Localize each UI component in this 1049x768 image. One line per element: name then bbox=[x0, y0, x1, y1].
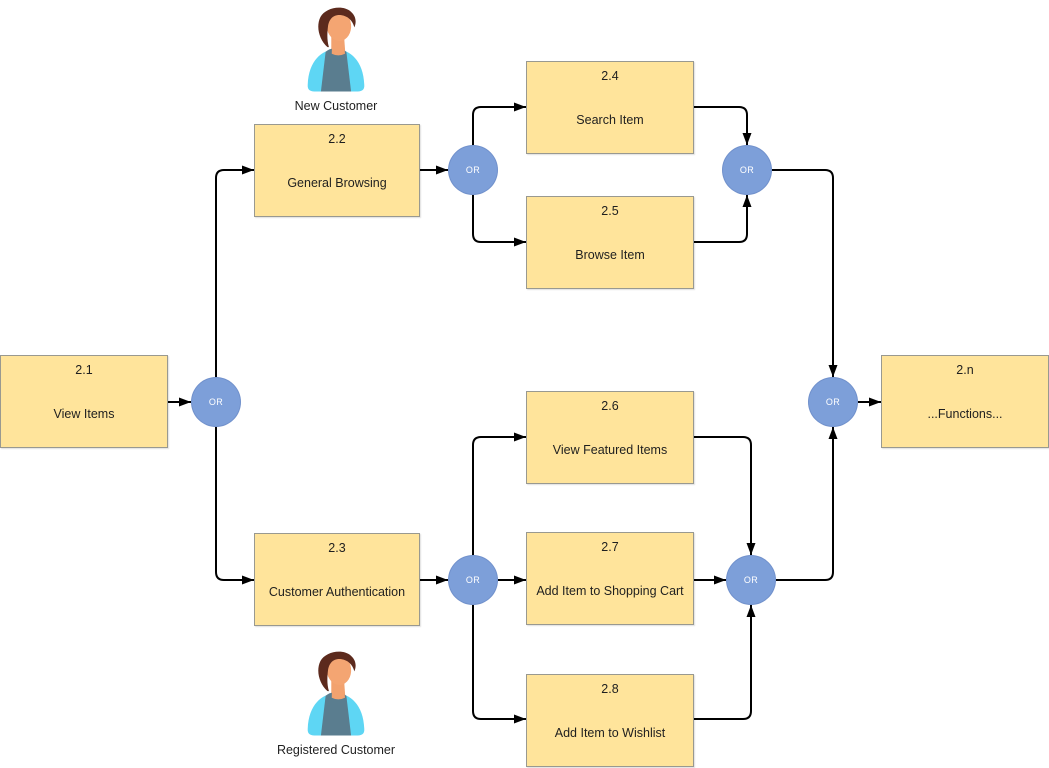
edge-or-to-browse-item bbox=[472, 195, 526, 247]
node-search-item[interactable]: 2.4 Search Item bbox=[526, 61, 694, 154]
actor-label: New Customer bbox=[294, 99, 378, 113]
edge-or-to-add-item-to-wishlist bbox=[472, 605, 526, 724]
node-id-label: 2.3 bbox=[328, 541, 346, 555]
edge-or-to-search-item bbox=[472, 102, 526, 145]
or-featured-cart-wishlist-merge[interactable]: OR bbox=[726, 555, 776, 605]
edge-or-to-customer-authentication bbox=[215, 427, 254, 585]
person-icon bbox=[307, 651, 365, 736]
or-final-merge[interactable]: OR bbox=[808, 377, 858, 427]
node-functions[interactable]: 2.n ...Functions... bbox=[881, 355, 1049, 448]
node-customer-authentication[interactable]: 2.3 Customer Authentication bbox=[254, 533, 420, 626]
node-id-label: 2.1 bbox=[75, 363, 93, 377]
edge-view-featured-items-to-or bbox=[694, 436, 756, 555]
node-add-item-to-shopping-cart[interactable]: 2.7 Add Item to Shopping Cart bbox=[526, 532, 694, 625]
edge-or-to-final-or-bottom bbox=[776, 427, 838, 581]
node-title-label: Add Item to Wishlist bbox=[554, 726, 666, 740]
node-view-items[interactable]: 2.1 View Items bbox=[0, 355, 168, 448]
node-title-label: View Featured Items bbox=[552, 443, 668, 457]
node-id-label: 2.7 bbox=[601, 540, 619, 554]
or-after-view-items[interactable]: OR bbox=[191, 377, 241, 427]
edge-search-item-to-or bbox=[694, 106, 752, 145]
node-title-label: Browse Item bbox=[575, 248, 645, 262]
node-title-label: ...Functions... bbox=[927, 407, 1003, 421]
node-id-label: 2.6 bbox=[601, 399, 619, 413]
node-id-label: 2.5 bbox=[601, 204, 619, 218]
or-after-customer-authentication[interactable]: OR bbox=[448, 555, 498, 605]
node-title-label: View Items bbox=[53, 407, 115, 421]
edge-or-to-final-or-top bbox=[772, 169, 838, 377]
person-icon bbox=[307, 7, 365, 92]
actor-label: Registered Customer bbox=[276, 743, 396, 757]
node-title-label: General Browsing bbox=[287, 176, 387, 190]
node-title-label: Search Item bbox=[576, 113, 644, 127]
edge-or-to-general-browsing bbox=[215, 165, 254, 377]
node-general-browsing[interactable]: 2.2 General Browsing bbox=[254, 124, 420, 217]
or-search-browse-merge[interactable]: OR bbox=[722, 145, 772, 195]
actor-registered-customer[interactable]: Registered Customer bbox=[269, 649, 403, 758]
actor-new-customer[interactable]: New Customer bbox=[269, 5, 403, 114]
edge-add-item-to-wishlist-to-or bbox=[694, 605, 756, 720]
node-id-label: 2.4 bbox=[601, 69, 619, 83]
node-id-label: 2.2 bbox=[328, 132, 346, 146]
node-title-label: Customer Authentication bbox=[268, 585, 406, 599]
node-id-label: 2.8 bbox=[601, 682, 619, 696]
edge-browse-item-to-or bbox=[694, 195, 752, 243]
edge-or-to-view-featured-items bbox=[472, 432, 526, 555]
node-browse-item[interactable]: 2.5 Browse Item bbox=[526, 196, 694, 289]
node-id-label: 2.n bbox=[956, 363, 974, 377]
or-after-general-browsing[interactable]: OR bbox=[448, 145, 498, 195]
node-add-item-to-wishlist[interactable]: 2.8 Add Item to Wishlist bbox=[526, 674, 694, 767]
node-title-label: Add Item to Shopping Cart bbox=[536, 584, 684, 598]
node-view-featured-items[interactable]: 2.6 View Featured Items bbox=[526, 391, 694, 484]
